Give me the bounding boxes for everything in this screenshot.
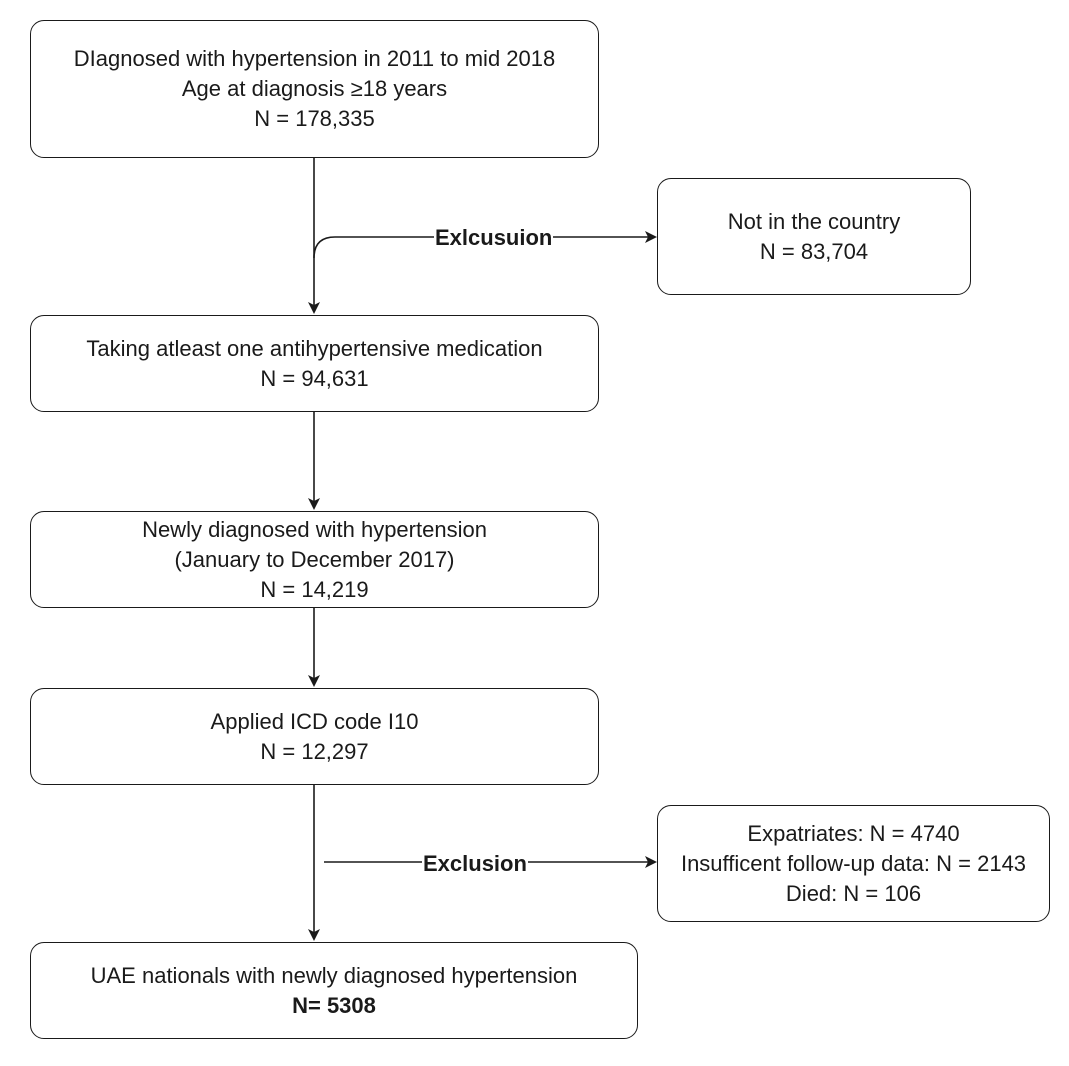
newly-diagnosed-count: N = 14,219 (260, 576, 369, 602)
insufficient-followup-count: Insufficent follow-up data: N = 2143 (680, 850, 1027, 876)
not-in-country-count: N = 83,704 (759, 238, 869, 264)
uae-nationals-box: UAE nationals with newly diagnosed hyper… (30, 942, 638, 1039)
expatriates-count: Expatriates: N = 4740 (747, 820, 960, 846)
newly-diagnosed-box: Newly diagnosed with hypertension (Janua… (30, 511, 599, 608)
icd-code-title: Applied ICD code I10 (210, 708, 419, 734)
newly-diagnosed-title: Newly diagnosed with hypertension (142, 516, 487, 542)
died-count: Died: N = 106 (785, 880, 922, 906)
not-in-country-box: Not in the country N = 83,704 (657, 178, 971, 295)
exclusion-details-box: Expatriates: N = 4740 Insufficent follow… (657, 805, 1050, 922)
diagnosed-age-criteria: Age at diagnosis ≥18 years (181, 76, 448, 101)
medication-box: Taking atleast one antihypertensive medi… (30, 315, 599, 412)
not-in-country-title: Not in the country (727, 208, 901, 234)
diagnosed-count: N = 178,335 (254, 106, 375, 131)
diagnosed-box: DIagnosed with hypertension in 2011 to m… (30, 20, 599, 158)
newly-diagnosed-period: (January to December 2017) (174, 546, 455, 572)
medication-title: Taking atleast one antihypertensive medi… (86, 335, 543, 361)
diagnosed-title: DIagnosed with hypertension in 2011 to m… (73, 46, 556, 71)
icd-code-box: Applied ICD code I10 N = 12,297 (30, 688, 599, 785)
exclusion-label-1: Exlcusuion (434, 225, 554, 251)
uae-nationals-count: N= 5308 (292, 992, 376, 1018)
medication-count: N = 94,631 (260, 365, 369, 391)
exclusion-label-2: Exclusion (422, 851, 528, 877)
uae-nationals-title: UAE nationals with newly diagnosed hyper… (90, 962, 578, 988)
arrow-exclusion-to-not-in-country (313, 231, 657, 259)
icd-code-count: N = 12,297 (260, 738, 369, 764)
